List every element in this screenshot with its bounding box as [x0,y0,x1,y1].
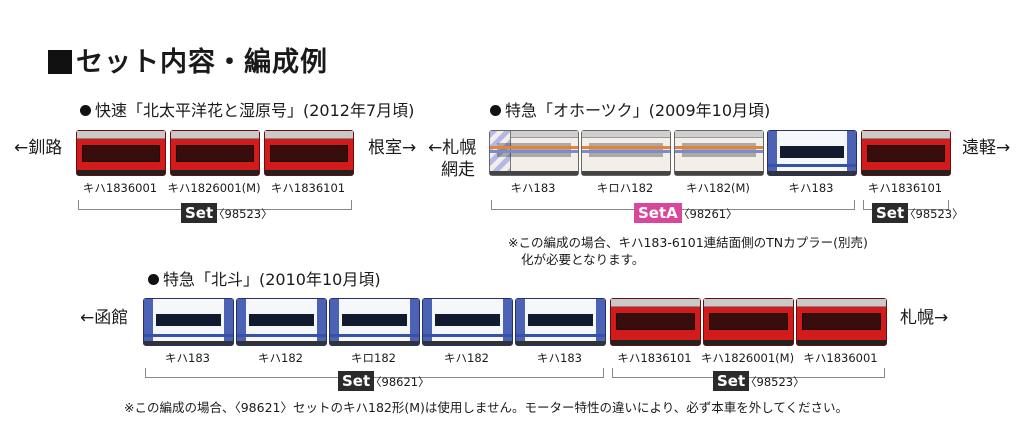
car-label: キハ1836001 [82,181,158,195]
set-code: 〈98523〉 [213,207,273,221]
bullet-icon [148,274,159,285]
train-car-okhotsk [581,130,671,176]
car-label: キハ1826001(M) [167,181,261,195]
section1-right-direction: 根室→ [368,138,417,158]
section3-note: ※この編成の場合、〈98621〉セットのキハ182形(M)は使用しません。モータ… [124,400,849,415]
bullet-icon [80,105,91,116]
car-label: キロハ182 [596,181,654,195]
train-car-red [703,298,794,346]
set-a-badge: SetA [634,203,682,223]
set-badge: Set [181,203,218,223]
section2-note-2: 化が必要となります。 [521,252,645,267]
section2-heading: 特急「オホーツク」(2009年10月頃) [490,97,770,121]
train-car-blue-white [329,298,420,346]
page-title-text: セット内容・編成例 [76,47,328,78]
car-label: キハ183 [165,351,210,365]
set-badge: Set [713,371,750,391]
car-label: キハ1836101 [617,351,692,365]
section2-note: ※この編成の場合、キハ183-6101連結面側のTNカプラー(別売) [508,235,868,250]
car-label: キハ1836101 [867,181,943,195]
section3-heading-text: 特急「北斗」(2010年10月頃) [163,270,381,289]
train-car-red [264,130,354,176]
train-car-red [610,298,701,346]
section3-left-direction: ←函館 [80,308,129,328]
car-label: キハ182(M) [686,181,750,195]
car-label: キハ182 [258,351,303,365]
section1-heading-text: 快速「北太平洋花と湿原号」(2012年7月頃) [95,101,415,120]
train-car-blue-white [236,298,327,346]
set-badge: Set [872,203,909,223]
section1-heading: 快速「北太平洋花と湿原号」(2012年7月頃) [80,97,414,121]
page-title: セット内容・編成例 [48,40,328,79]
square-bullet-icon [48,50,72,74]
car-label: キハ183 [537,351,582,365]
bullet-icon [490,105,501,116]
train-car-red [796,298,887,346]
section1-left-direction: ←釧路 [14,138,63,158]
car-label: キハ183 [788,181,834,195]
car-label: キハ182 [444,351,489,365]
set-bracket [145,368,604,378]
train-car-blue-white [515,298,606,346]
train-car-red [76,130,166,176]
train-car-blue-white [422,298,513,346]
train-car-okhotsk-lead [489,130,579,176]
car-label: キハ183 [510,181,556,195]
train-car-okhotsk [674,130,764,176]
set-code: 〈98523〉 [904,207,964,221]
section2-left-direction: ←札幌 [428,138,477,158]
section3-heading: 特急「北斗」(2010年10月頃) [148,266,381,290]
section2-heading-text: 特急「オホーツク」(2009年10月頃) [505,101,771,120]
set-a-code: 〈98261〉 [678,207,738,221]
car-label: キロ182 [351,351,396,365]
section3-right-direction: 札幌→ [900,308,949,328]
section2-left-direction-2: 網走 [441,160,475,180]
set-code: 〈98523〉 [745,375,805,389]
train-car-red [861,130,951,176]
train-car-red [170,130,260,176]
car-label: キハ1836101 [270,181,346,195]
train-car-blue-white [767,130,857,176]
set-code: 〈98621〉 [370,375,430,389]
train-car-blue-white [143,298,234,346]
section2-right-direction: 遠軽→ [962,138,1011,158]
car-label: キハ1836001 [803,351,878,365]
set-badge: Set [338,371,375,391]
car-label: キハ1826001(M) [700,351,795,365]
